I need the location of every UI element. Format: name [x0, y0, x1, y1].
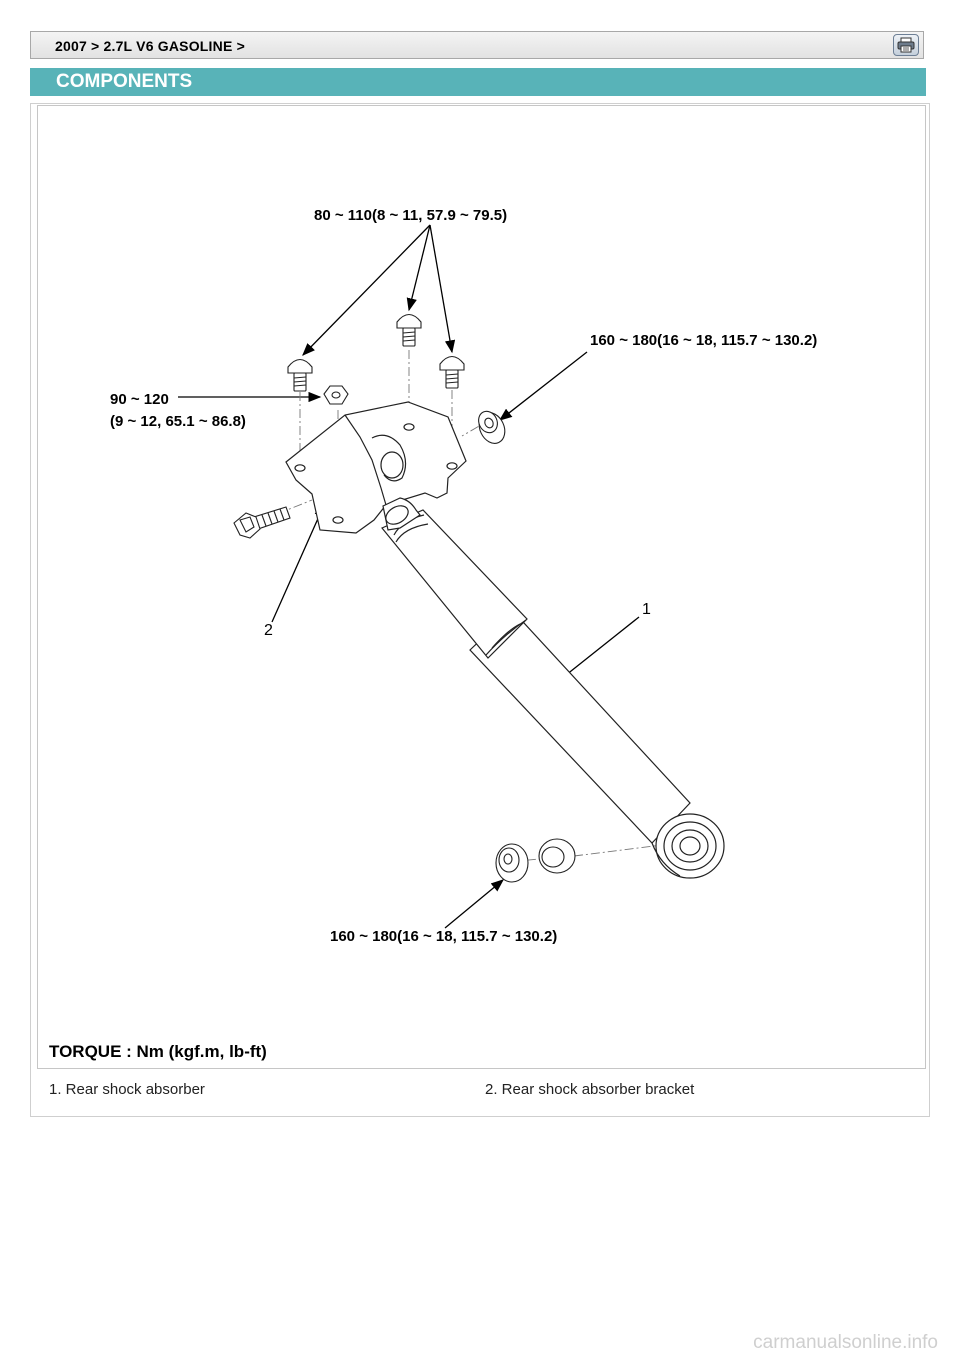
torque-label-upper-nut: 160 ~ 180(16 ~ 18, 115.7 ~ 130.2): [590, 332, 818, 349]
legend-item: 2. Rear shock absorber bracket: [485, 1081, 695, 1098]
torque-label-top-bolts: 80 ~ 110(8 ~ 11, 57.9 ~ 79.5): [314, 207, 508, 224]
torque-unit-note: TORQUE : Nm (kgf.m, lb-ft): [49, 1042, 267, 1061]
leader-lines: [178, 224, 640, 929]
side-bolt: [233, 506, 291, 539]
breadcrumb-text[interactable]: 2007 > 2.7L V6 GASOLINE >: [55, 38, 245, 54]
shock-absorber: [381, 497, 725, 879]
print-button[interactable]: [893, 34, 919, 56]
breadcrumb: 2007 > 2.7L V6 GASOLINE >: [30, 31, 924, 59]
bolt: [439, 355, 465, 389]
callout-1: 1: [642, 601, 651, 618]
torque-label-lower-nut: 160 ~ 180(16 ~ 18, 115.7 ~ 130.2): [330, 928, 558, 945]
section-title: COMPONENTS: [56, 71, 193, 92]
torque-label-bracket-nut-line2: (9 ~ 12, 65.1 ~ 86.8): [110, 413, 246, 430]
bushing: [538, 838, 576, 874]
callout-2: 2: [264, 622, 273, 639]
legend-item: 1. Rear shock absorber: [49, 1081, 205, 1098]
nut: [323, 385, 349, 405]
bracket: [285, 401, 467, 534]
section-header: COMPONENTS: [30, 68, 926, 96]
flange-nut: [478, 410, 506, 444]
lower-nut: [495, 843, 529, 883]
torque-label-bracket-nut-line1: 90 ~ 120: [110, 391, 169, 408]
content-box: [30, 103, 930, 1117]
bolt: [287, 358, 313, 392]
printer-icon: [897, 37, 915, 53]
watermark: carmanualsonline.info: [753, 1332, 938, 1353]
bolt: [396, 313, 422, 347]
